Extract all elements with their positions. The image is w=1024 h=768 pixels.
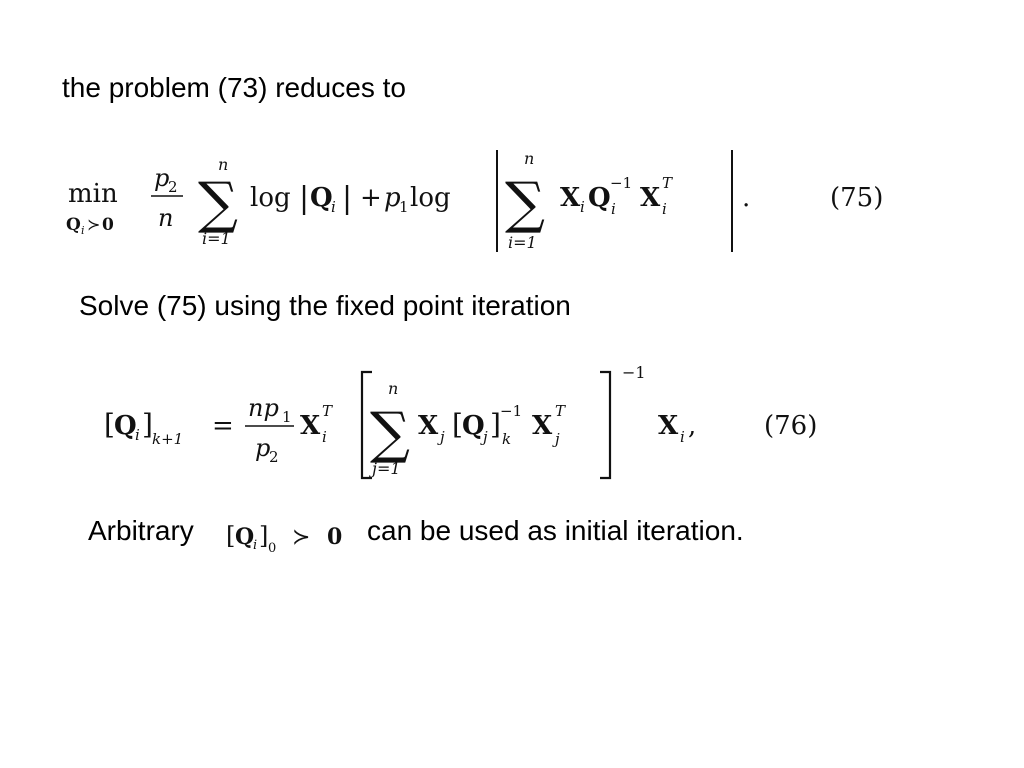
eq76-X2-sub: j <box>437 428 445 446</box>
eq76-X1: X <box>300 411 321 441</box>
eq76-frac-num-sub: 1 <box>282 408 292 426</box>
equation-75: min Q i ≻ 0 p 2 n n ∑ i=1 log | Q i | + … <box>62 140 902 260</box>
eq75-sum2-lower: i=1 <box>508 233 537 252</box>
solve-text: Solve (75) using the fixed point iterati… <box>79 290 571 321</box>
eq76-Q1-sub: i <box>135 426 140 444</box>
init-rbracket: ] <box>259 522 268 550</box>
init-zero: 0 <box>327 524 342 550</box>
eq75-X1-sub: i <box>580 198 585 216</box>
eq75-sum2-symbol: ∑ <box>505 171 545 236</box>
eq76-Q2-sub: j <box>480 428 488 446</box>
eq75-frac-num-p: p <box>154 164 169 192</box>
eq76-Q1: Q <box>114 411 137 441</box>
eq76-rbracket2: ] <box>490 408 501 441</box>
eq76-big-sup: −1 <box>622 363 646 382</box>
intro-text: the problem (73) reduces to <box>62 72 406 103</box>
eq75-log2: log <box>410 183 451 213</box>
eq75-sum1-symbol: ∑ <box>198 171 238 236</box>
eq75-abs-left: | <box>299 181 309 216</box>
eq76-Q2-subk: k <box>502 430 511 448</box>
eq75-number: (75) <box>830 183 883 213</box>
init-sub-zero: 0 <box>268 541 276 556</box>
eq76-rbracket1: ] <box>142 408 153 441</box>
eq75-X2-sub: i <box>662 200 667 218</box>
eq76-sum-symbol: ∑ <box>370 401 410 466</box>
eq76-number: (76) <box>764 411 817 441</box>
eq75-X1: X <box>560 183 581 213</box>
eq76-Q2-sup: −1 <box>500 402 522 420</box>
eq76-X3-sup: T <box>555 402 566 420</box>
eq75-Q2-sub: i <box>611 200 616 218</box>
eq75-min: min <box>68 179 118 209</box>
eq75-sum1-upper: n <box>218 155 228 174</box>
eq76-big-lbracket <box>360 370 372 480</box>
eq75-Q1: Q <box>310 183 333 213</box>
eq76-frac-den-p: p <box>255 434 270 462</box>
eq75-min-sub-i: i <box>81 224 85 237</box>
eq75-frac-den: n <box>158 204 173 232</box>
eq76-sum-upper: n <box>388 379 398 398</box>
eq76-X1-sup: T <box>322 402 333 420</box>
init-Q: Q <box>235 524 254 550</box>
eq75-p1: p <box>384 183 401 213</box>
eq75-X2-sup: T <box>662 174 673 192</box>
eq76-comma: , <box>688 411 696 441</box>
eq75-X2: X <box>640 183 661 213</box>
eq75-sum2-upper: n <box>524 149 534 168</box>
eq76-X1-sub: i <box>322 428 327 446</box>
eq76-X3: X <box>532 411 553 441</box>
eq76-Q2: Q <box>462 411 485 441</box>
eq76-X4: X <box>658 411 679 441</box>
eq76-frac-den-sub: 2 <box>269 448 279 466</box>
init-succ: ≻ <box>292 525 310 550</box>
eq75-Q2-sup: −1 <box>610 174 632 192</box>
eq75-frac-num-sub: 2 <box>168 178 178 196</box>
init-lbracket: [ <box>226 522 235 550</box>
eq75-min-sub-rel: ≻ <box>87 215 100 234</box>
eq75-plus: + <box>360 183 382 213</box>
eq76-X2: X <box>418 411 439 441</box>
equation-76: [ Q i ] k+1 = np 1 p 2 X T i n ∑ j=1 X j… <box>100 360 860 490</box>
eq75-abs-right: | <box>342 181 352 216</box>
eq75-period: . <box>742 183 750 213</box>
eq76-big-rbracket <box>600 370 612 480</box>
eq75-Q1-sub: i <box>331 198 336 216</box>
initial-condition-math: [ Q i ] 0 ≻ 0 <box>224 514 364 558</box>
initial-iteration-text: can be used as initial iteration. <box>367 515 744 546</box>
eq76-sum-lower: j=1 <box>369 459 401 478</box>
equation-75-svg: min Q i ≻ 0 p 2 n n ∑ i=1 log | Q i | + … <box>66 149 883 252</box>
eq75-sum1-lower: i=1 <box>202 229 231 248</box>
eq76-sub-k1: k+1 <box>152 430 183 448</box>
arbitrary-text: Arbitrary <box>88 515 194 546</box>
eq75-min-sub-zero: 0 <box>102 215 114 235</box>
eq75-log1: log <box>250 183 291 213</box>
eq75-min-sub-Q: Q <box>66 215 81 235</box>
eq76-X3-sub: j <box>552 430 560 448</box>
eq75-p1-sub: 1 <box>399 198 409 216</box>
eq76-lbracket1: [ <box>104 408 115 441</box>
eq76-lbracket2: [ <box>452 408 463 441</box>
initial-condition-svg: [ Q i ] 0 ≻ 0 <box>226 522 342 556</box>
eq76-X4-sub: i <box>680 428 685 446</box>
eq75-Q2: Q <box>588 183 611 213</box>
equation-76-svg: [ Q i ] k+1 = np 1 p 2 X T i n ∑ j=1 X j… <box>104 363 817 480</box>
eq76-equals: = <box>212 411 234 441</box>
init-Q-sub: i <box>253 538 257 553</box>
eq76-frac-num: np <box>248 394 279 422</box>
